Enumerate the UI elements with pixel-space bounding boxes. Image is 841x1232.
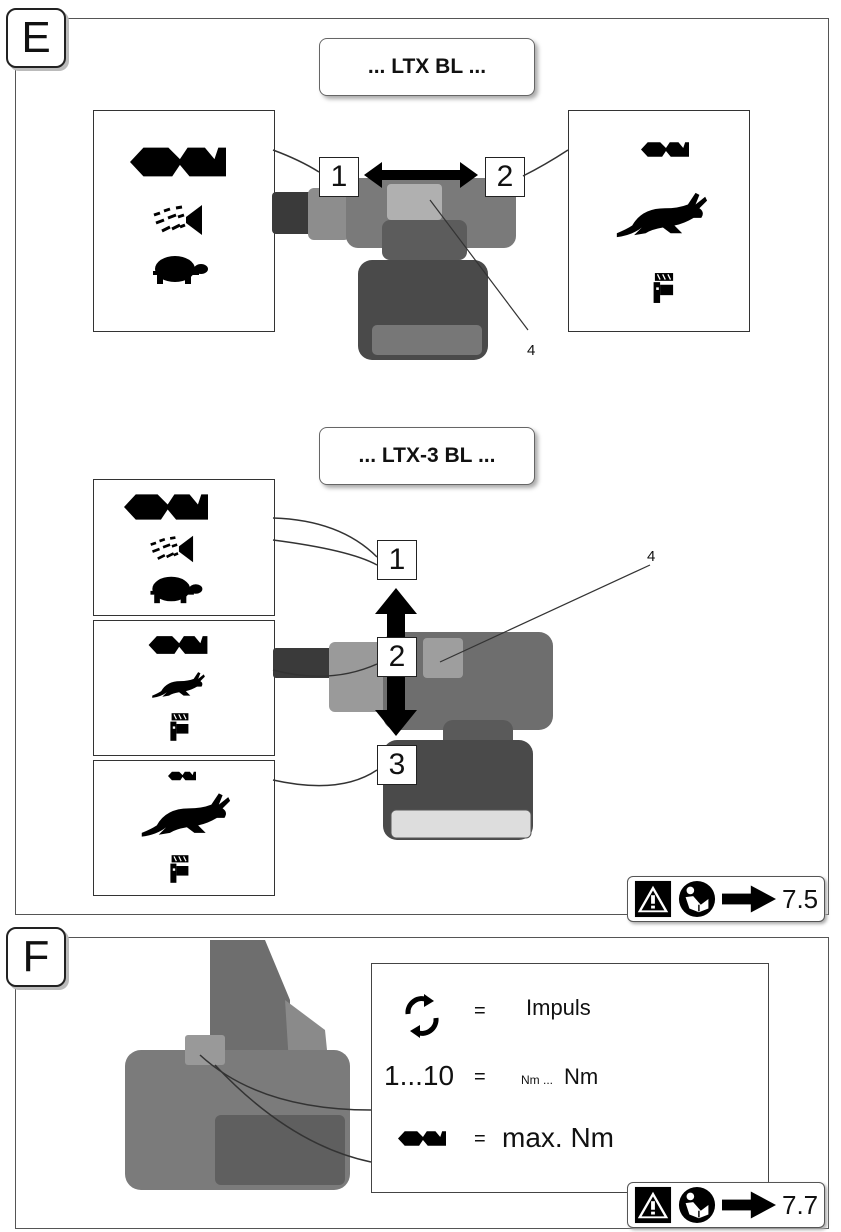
mode-panel-bottom-3	[93, 760, 275, 896]
hammer-drill-icon	[168, 851, 192, 887]
reference-box-f: 7.7	[627, 1182, 826, 1228]
reference-number-e: 7.5	[782, 883, 819, 914]
callout-4-bottom: 4	[647, 548, 656, 565]
section-e-label: E	[6, 8, 66, 68]
mode-panel-bottom-2	[93, 620, 275, 756]
mode-panel-top-2	[568, 110, 750, 332]
read-manual-icon	[678, 880, 716, 918]
position-1-box: 1	[319, 157, 359, 197]
drill-illustration-bottom	[273, 632, 553, 840]
torque-range-value: 1...10	[384, 1060, 455, 1091]
max-torque-equals: =	[474, 1128, 486, 1150]
reference-box-e: 7.5	[627, 876, 826, 922]
drill-bit-icon	[398, 1130, 446, 1147]
drill-illustration-top	[272, 178, 516, 360]
slide-double-arrow-icon	[364, 162, 478, 188]
max-torque-label: max. Nm	[502, 1122, 614, 1153]
torque-range-label: Nm	[564, 1064, 599, 1089]
warning-icon	[634, 880, 672, 918]
section-f-label: F	[6, 927, 66, 987]
reference-number-f: 7.7	[782, 1189, 819, 1220]
position-2-box-bottom: 2	[377, 637, 417, 677]
mode-panel-bottom-1	[93, 479, 275, 616]
legend-callout-lines	[199, 1054, 372, 1163]
battery-illustration	[125, 940, 350, 1190]
impuls-equals: =	[474, 1000, 486, 1022]
position-2-box: 2	[485, 157, 525, 197]
legend-panel	[371, 963, 769, 1193]
callout-4-top: 4	[527, 342, 536, 359]
bottom-callout-lines	[272, 517, 651, 787]
position-3-box-bottom: 3	[377, 745, 417, 785]
top-callout-lines	[272, 149, 569, 331]
torque-range-equals: =	[474, 1066, 486, 1088]
impuls-label: Impuls	[526, 995, 591, 1020]
arrow-right-icon	[722, 885, 776, 913]
read-manual-icon	[678, 1186, 716, 1224]
model-box-ltx-bl: ... LTX BL ...	[319, 38, 535, 96]
torque-range-small: Nm ...	[521, 1073, 553, 1087]
rotation-icon	[405, 994, 439, 1038]
section-f-frame	[15, 937, 829, 1229]
arrow-right-icon	[722, 1191, 776, 1219]
model-box-ltx-3-bl: ... LTX-3 BL ...	[319, 427, 535, 485]
warning-icon	[634, 1186, 672, 1224]
position-1-box-bottom: 1	[377, 540, 417, 580]
section-e-frame	[15, 18, 829, 915]
